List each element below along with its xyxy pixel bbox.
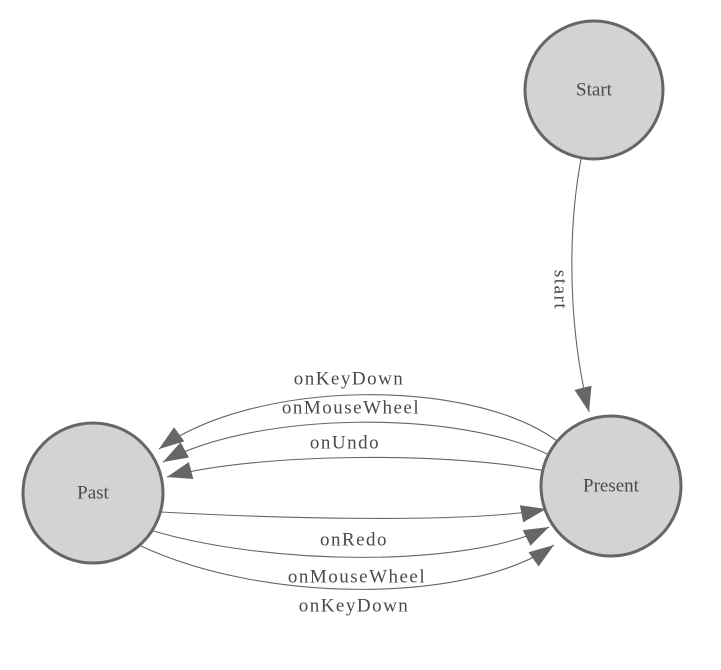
edge-past-to-present-onkeydown <box>140 544 555 590</box>
state-node-past-label: Past <box>77 483 109 504</box>
state-node-start-label: Start <box>576 80 613 101</box>
edge-label-onmousewheel-top: onMouseWheel <box>282 398 420 419</box>
state-node-present-label: Present <box>583 476 640 497</box>
edge-start-to-present <box>571 158 592 413</box>
state-node-past[interactable]: Past <box>21 421 165 565</box>
edge-past-to-present-onredo <box>160 505 547 523</box>
state-node-past-circle[interactable] <box>21 421 165 565</box>
edge-labels-layer: start onKeyDown onMouseWheel onUndo onRe… <box>282 270 571 617</box>
edge-label-onredo: onRedo <box>320 530 388 551</box>
edge-label-start: start <box>550 270 571 310</box>
edge-past-to-present-onmousewheel <box>149 526 550 558</box>
edge-present-to-past-onundo <box>166 456 546 479</box>
state-node-present-circle[interactable] <box>539 414 683 558</box>
edge-label-onkeydown-bottom: onKeyDown <box>299 596 410 617</box>
state-node-start[interactable]: Start <box>523 19 665 161</box>
edge-present-to-past-onkeydown <box>158 394 558 450</box>
edge-label-onkeydown-top: onKeyDown <box>294 369 405 390</box>
edges-layer <box>140 158 592 590</box>
edge-label-onmousewheel-bottom: onMouseWheel <box>288 567 426 588</box>
state-node-start-circle[interactable] <box>523 19 665 161</box>
edge-label-onundo: onUndo <box>310 433 380 454</box>
nodes-layer: Start Present Past <box>21 19 683 565</box>
edge-present-to-past-onmousewheel <box>162 421 552 463</box>
state-node-present[interactable]: Present <box>539 414 683 558</box>
